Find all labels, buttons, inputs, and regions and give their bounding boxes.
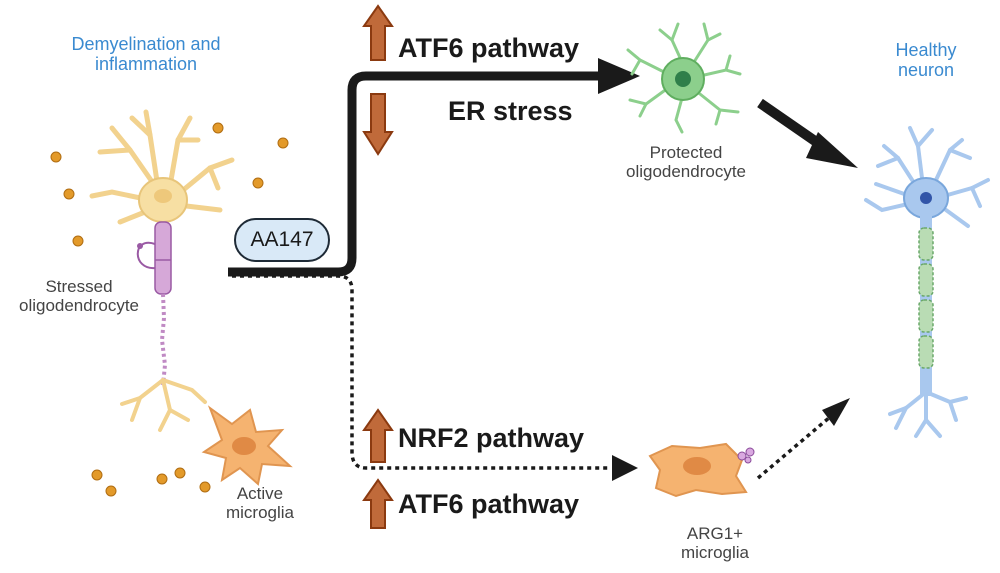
healthy-neuron-cell	[864, 126, 990, 438]
inflammation-dots	[50, 122, 289, 497]
arg1-microglia-cell	[648, 442, 755, 498]
demyelination-label: Demyelination and inflammation	[71, 34, 221, 75]
er-stress-down-arrow	[362, 93, 394, 156]
atf6-bottom-up-arrow	[362, 478, 394, 529]
stressed-oligodendrocyte-label: Stressed oligodendrocyte	[18, 277, 140, 316]
active-microglia-label: Active microglia	[225, 484, 295, 523]
nrf2-up-arrow	[362, 408, 394, 463]
atf6-pathway-bottom-label: ATF6 pathway	[398, 489, 580, 519]
atf6-top-up-arrow	[362, 4, 394, 61]
aa147-drug-badge: AA147	[234, 218, 330, 262]
stressed-oligodendrocyte-cell	[89, 109, 235, 432]
er-stress-label: ER stress	[448, 96, 573, 126]
healthy-neuron-label: Healthy neuron	[895, 40, 957, 81]
arg1-microglia-label: ARG1+ microglia	[680, 524, 750, 563]
atf6-pathway-top-label: ATF6 pathway	[398, 33, 580, 63]
nrf2-pathway-label: NRF2 pathway	[398, 423, 585, 453]
protected-oligodendrocyte-cell	[626, 22, 742, 134]
protected-oligodendrocyte-label: Protected oligodendrocyte	[625, 143, 747, 182]
active-microglia-cell	[201, 405, 293, 486]
